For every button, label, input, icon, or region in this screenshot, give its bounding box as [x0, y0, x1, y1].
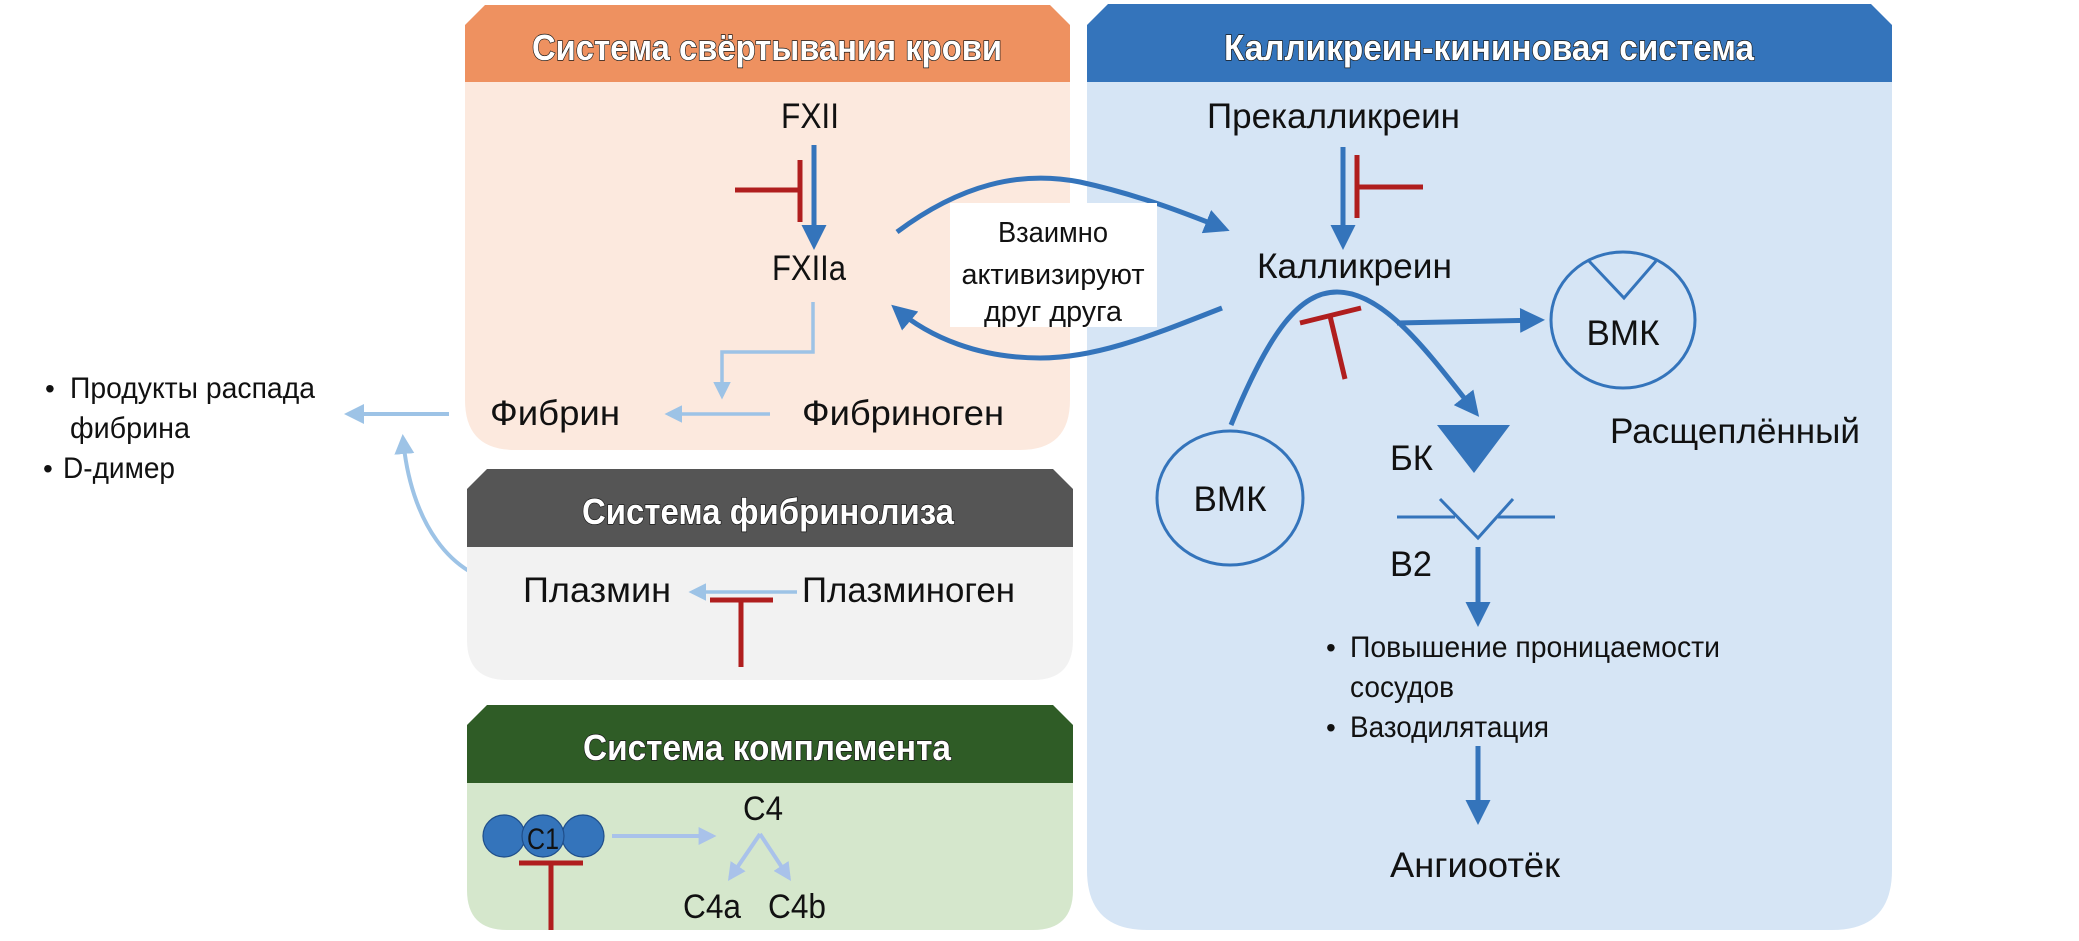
c1-inhibitor-icon: [519, 860, 583, 930]
cleavage-notch: [1587, 259, 1658, 301]
kallikrein-inhibitor-icon: [1299, 305, 1362, 380]
hmwk-left-label: ВМК: [1194, 480, 1268, 519]
complement-panel: Система комплемента C1 C4 C4a C4b: [467, 705, 1073, 930]
c1-label: C1: [527, 823, 559, 856]
angioedema-label: Ангиоотёк: [1390, 846, 1561, 885]
kallikrein-to-fxiia-arrow: [891, 304, 1223, 361]
effects-item-permeability: Повышение проницаемости: [1350, 631, 1720, 664]
fibrinogen-label: Фибриноген: [802, 394, 1004, 433]
c4-to-c4a-arrow: [727, 832, 762, 881]
fibrinolysis-panel: Система фибринолиза Плазмин Плазминоген: [467, 469, 1073, 680]
kallikrein-panel: Калликреин-кининовая система Прекалликре…: [1087, 4, 1892, 930]
c4-to-c4b-arrow: [758, 832, 791, 882]
effects-item-vessels: сосудов: [1350, 671, 1454, 704]
hmwk-cleaved-circle: [1549, 250, 1697, 390]
products-bullet-2: •: [43, 453, 53, 484]
bradykinin-triangle-icon: [1437, 425, 1510, 473]
products-item-d-dimer: D-димер: [63, 452, 175, 485]
mutual-activation-line-2: активизируют: [962, 259, 1145, 291]
plasmin-label: Плазмин: [523, 571, 671, 610]
complement-title: Система комплемента: [583, 727, 952, 768]
hmwk-circle: [1155, 429, 1305, 567]
fibrinolysis-panel-header: [467, 469, 1073, 547]
fxii-label: FXII: [781, 97, 839, 136]
fibrin-label: Фибрин: [490, 394, 620, 433]
fibrin-products: • Продукты распада фибрина • D-димер: [43, 372, 511, 586]
effects-bullet-2: •: [1326, 712, 1336, 743]
kallikrein-panel-header: [1087, 4, 1892, 82]
kallikrein-label: Калликреин: [1257, 247, 1452, 286]
coagulation-title: Система свёртывания крови: [532, 27, 1002, 68]
prekallikrein-inhibitor-icon: [1354, 155, 1423, 218]
products-bullet-1: •: [45, 373, 55, 404]
b2-receptor-icon: [1397, 497, 1555, 541]
products-item-fibrin: фибрина: [70, 412, 190, 445]
b2-label: B2: [1390, 545, 1432, 584]
fxiia-label: FXIIa: [772, 249, 846, 288]
hmwk-cleavage-curve: [1228, 289, 1480, 426]
coagulation-panel: Система свёртывания крови FXII FXIIa Фиб…: [465, 5, 1070, 450]
fibrinolysis-panel-body: [467, 547, 1073, 680]
mutual-activation: Взаимно активизируют друг друга: [891, 175, 1230, 361]
effects-item-vasodilation: Вазодилятация: [1350, 711, 1549, 744]
mutual-activation-line-1: Взаимно: [998, 217, 1108, 249]
plasminogen-inhibitor-icon: [710, 597, 773, 667]
hmwk-left-node: ВМК: [1155, 429, 1305, 567]
mutual-activation-line-3: друг друга: [984, 296, 1123, 328]
coagulation-panel-body: [465, 82, 1070, 450]
fxiia-to-fibrin-arrow: [713, 302, 815, 400]
c1-complex-icon: C1: [482, 814, 605, 858]
kallikrein-title: Калликреин-кининовая система: [1224, 27, 1755, 68]
c4-label: C4: [743, 790, 783, 828]
fxii-inhibitor-icon: [735, 160, 803, 222]
complement-panel-header: [467, 705, 1073, 783]
coagulation-panel-header: [465, 5, 1070, 82]
fibrinolysis-title: Система фибринолиза: [582, 491, 955, 532]
prekallikrein-label: Прекалликреин: [1207, 97, 1460, 136]
products-item-degradation: Продукты распада: [70, 372, 315, 405]
bradykinin-label: БК: [1390, 439, 1434, 478]
plasminogen-label: Плазминоген: [802, 571, 1015, 610]
effects-list: • Повышение проницаемости сосудов • Вазо…: [1326, 631, 1720, 744]
complement-panel-body: [467, 783, 1073, 930]
mutual-activation-box: [950, 203, 1157, 327]
hmwk-right-node: ВМК: [1549, 250, 1697, 390]
effects-bullet-1: •: [1326, 632, 1336, 663]
cleaved-hmwk-arrow: [1396, 307, 1545, 333]
hmwk-right-label: ВМК: [1587, 314, 1661, 353]
fxiia-to-kallikrein-arrow: [895, 175, 1230, 235]
c4a-label: C4a: [683, 888, 741, 926]
cleaved-label: Расщеплённый: [1610, 412, 1860, 451]
c4b-label: C4b: [768, 888, 826, 926]
